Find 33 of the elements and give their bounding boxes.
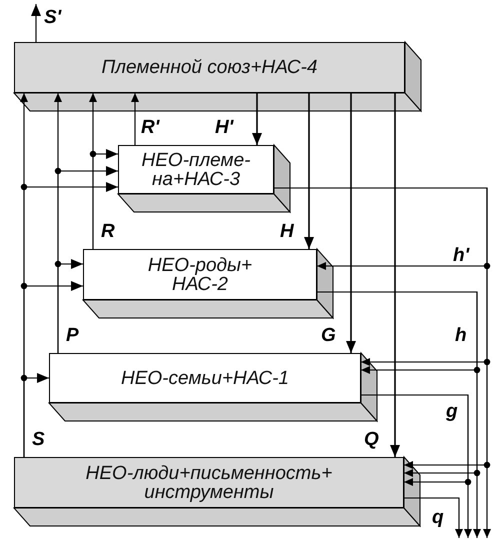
process-box: [14, 42, 405, 93]
edge-label: g: [446, 402, 458, 422]
edge-label: Q: [364, 430, 379, 450]
arrow: [404, 497, 463, 538]
arrow: [346, 93, 356, 353]
edge-label: H': [215, 118, 234, 138]
arrow: [92, 149, 118, 249]
edge-label: q: [432, 508, 444, 528]
edge-label: h': [453, 246, 470, 266]
arrow: [31, 4, 41, 42]
edge-label: H: [280, 222, 294, 242]
box-label: НЕО-люди+письменность+ инструменты: [84, 464, 334, 502]
edge-label: S: [32, 430, 45, 450]
process-box: [118, 145, 274, 194]
arrow: [304, 93, 314, 249]
box-label: НЕО-племе-на+НАС-3: [140, 150, 252, 188]
edge-label: h: [455, 326, 467, 346]
box-label: НЕО-семьи+НАС-1: [121, 368, 289, 388]
edge-label: S': [44, 8, 62, 28]
arrow: [23, 373, 49, 457]
edge-label: G: [321, 326, 336, 346]
box-label: Племенной союз+НАС-4: [102, 58, 318, 77]
process-box: [83, 249, 317, 300]
edge-label: R: [101, 222, 115, 242]
box-label: НЕО-роды+ НАС-2: [146, 256, 254, 294]
arrow: [131, 93, 139, 145]
process-box: [14, 457, 404, 508]
arrow: [57, 259, 83, 353]
arrow: [252, 93, 262, 145]
edge-label: P: [66, 326, 79, 346]
edge-label: R': [141, 118, 160, 138]
arrow: [390, 93, 400, 457]
process-box: [49, 353, 361, 403]
